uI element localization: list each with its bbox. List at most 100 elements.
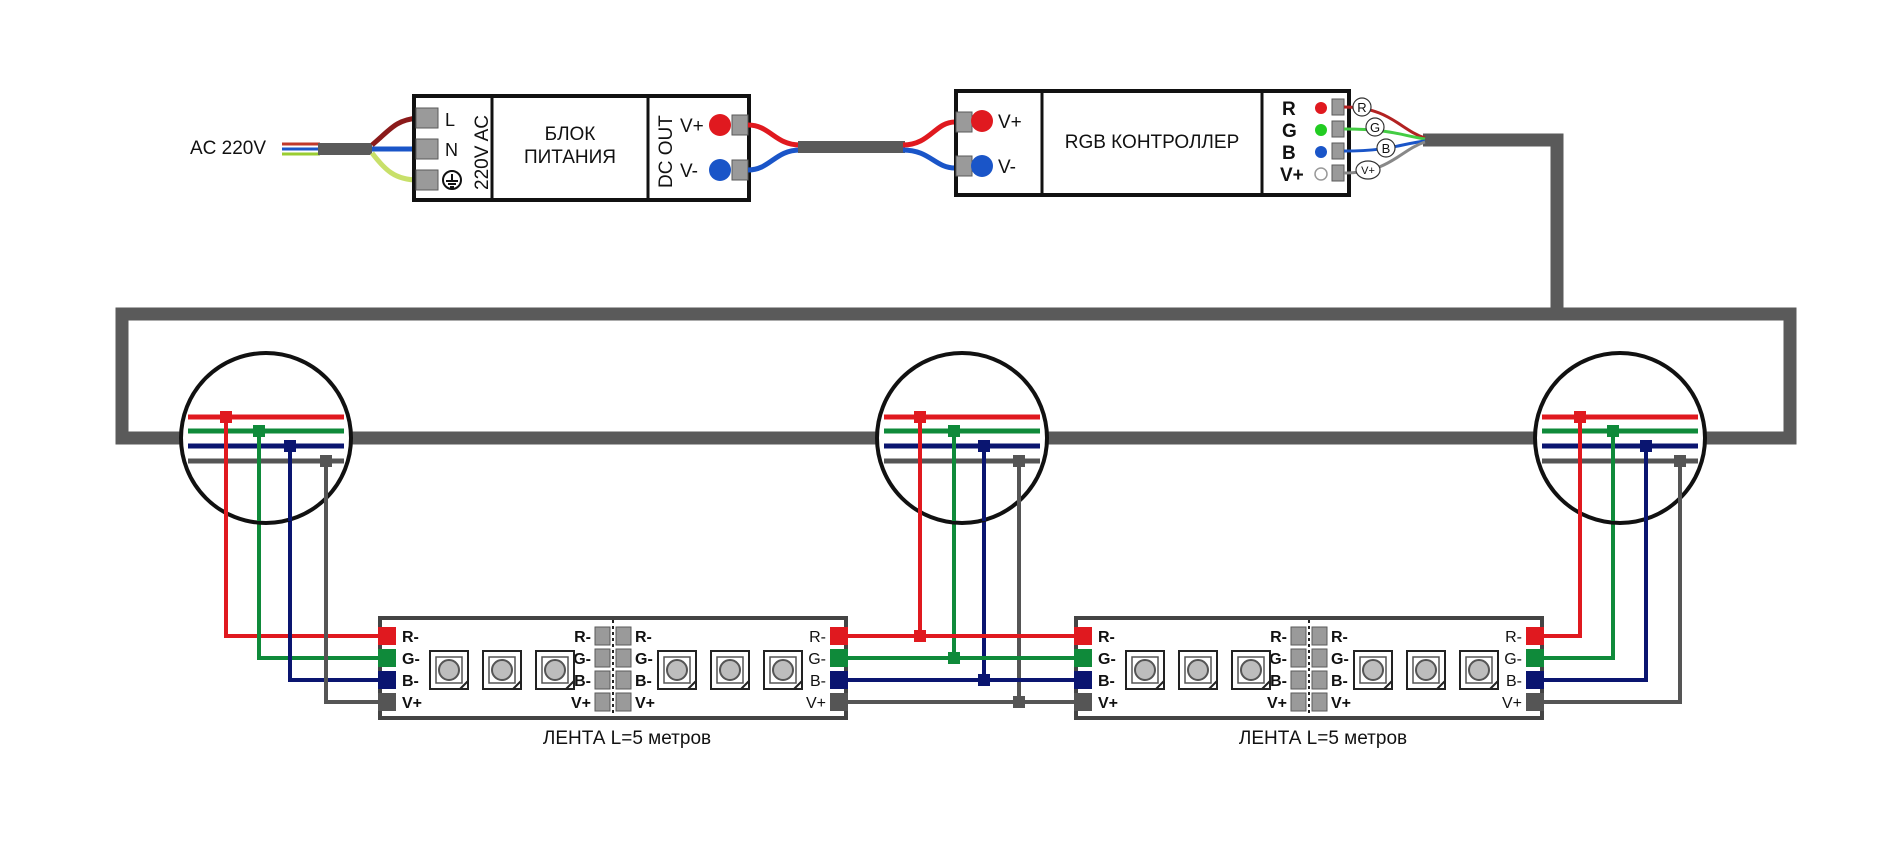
tap-junction-blue: [284, 440, 296, 452]
link-junction-gray: [1013, 696, 1025, 708]
led-chip: [1406, 650, 1446, 690]
led-chip: [535, 650, 575, 690]
tap-junction-blue: [978, 440, 990, 452]
led-strips: R-R-R-R-G-G-G-G-B-B-B-B-V+V+V+V+R-R-R-R-…: [378, 616, 1544, 720]
ground-icon: [442, 170, 462, 190]
power-supply-block: [412, 94, 751, 202]
wire-tag-v: [1355, 160, 1381, 180]
led-chip: [1178, 650, 1218, 690]
drop-wire-1-blue: [288, 446, 384, 682]
strip-1-caption: ЛЕНТА L=5 метров: [543, 728, 711, 749]
dc-neg-label: V-: [680, 161, 698, 182]
pad-label-mid-left: G-: [1269, 651, 1287, 668]
pad-label-right: V+: [806, 695, 826, 712]
cable-taps: [179, 351, 1707, 708]
pad-label-left: G-: [1098, 651, 1116, 668]
pad-mid-left: [1290, 670, 1307, 690]
pad-right-gray: [1526, 693, 1544, 711]
pad-left-green: [1074, 649, 1092, 667]
pad-left-green: [378, 649, 396, 667]
out-label-r: R: [1282, 99, 1296, 120]
pad-label-left: G-: [402, 651, 420, 668]
pad-left-gray: [378, 693, 396, 711]
out-label-b: B: [1282, 143, 1296, 164]
pad-label-mid-right: G-: [1331, 651, 1349, 668]
wire-tag-b-label: B: [1382, 141, 1391, 156]
pad-mid-right: [615, 648, 632, 668]
pad-mid-right: [615, 670, 632, 690]
tap-junction-green: [1607, 425, 1619, 437]
led-chip: [1459, 650, 1499, 690]
pad-right-green: [1526, 649, 1544, 667]
pad-left-blue: [1074, 671, 1092, 689]
led-chip: [1231, 650, 1271, 690]
pad-label-left: V+: [402, 695, 422, 712]
terminal-n: [415, 138, 439, 160]
pad-label-mid-left: G-: [573, 651, 591, 668]
led-chip: [482, 650, 522, 690]
led-chip: [657, 650, 697, 690]
tap-junction-gray: [1013, 455, 1025, 467]
pad-label-right: R-: [1505, 629, 1522, 646]
ac-input-label: AC 220V: [190, 138, 266, 159]
tap-circle-3: [1533, 351, 1707, 525]
pad-mid-left: [1290, 648, 1307, 668]
wire-tag-r-label: R: [1357, 100, 1366, 115]
pad-label-right: B-: [1506, 673, 1522, 690]
out-b-indicator: [1315, 146, 1327, 158]
tap-junction-green: [253, 425, 265, 437]
pad-label-mid-right: V+: [635, 695, 655, 712]
out-terminal-r: [1331, 98, 1345, 116]
pad-mid-left: [1290, 626, 1307, 646]
controller-pos-label: V+: [998, 112, 1022, 133]
controller-title: RGB КОНТРОЛЛЕР: [1065, 132, 1240, 153]
trunk-cable: [115, 133, 1797, 445]
input-rating-label: 220V AC: [472, 115, 493, 190]
pad-mid-right: [1311, 648, 1328, 668]
link-junction-blue: [978, 674, 990, 686]
pad-label-left: B-: [1098, 673, 1115, 690]
pad-mid-left: [1290, 692, 1307, 712]
dc-neg-indicator: [709, 159, 731, 181]
pad-label-mid-right: R-: [635, 629, 652, 646]
power-supply-title-line2: ПИТАНИЯ: [524, 147, 616, 168]
tap-junction-red: [1574, 411, 1586, 423]
pad-left-red: [378, 627, 396, 645]
pad-mid-right: [1311, 692, 1328, 712]
terminal-l: [415, 107, 439, 129]
dc-out-label: DC OUT: [656, 115, 677, 188]
pad-right-gray: [830, 693, 848, 711]
pad-label-mid-left: B-: [1270, 673, 1287, 690]
led-chip: [710, 650, 750, 690]
pad-mid-left: [594, 626, 611, 646]
pad-left-red: [1074, 627, 1092, 645]
controller-neg-indicator: [971, 155, 993, 177]
tap-junction-red: [914, 411, 926, 423]
terminal-dc-pos: [731, 114, 749, 136]
led-strip-1: R-R-R-R-G-G-G-G-B-B-B-B-V+V+V+V+: [378, 616, 848, 720]
link-junction-green: [948, 652, 960, 664]
controller-terminal-pos: [955, 111, 973, 133]
ac-input-wires: [282, 115, 419, 183]
strip-2-caption: ЛЕНТА L=5 метров: [1239, 728, 1407, 749]
pad-right-blue: [830, 671, 848, 689]
pad-label-right: G-: [808, 651, 826, 668]
pad-label-mid-left: B-: [574, 673, 591, 690]
pad-left-blue: [378, 671, 396, 689]
pad-right-red: [830, 627, 848, 645]
out-label-v: V+: [1280, 165, 1304, 186]
link-junction-red: [914, 630, 926, 642]
pad-label-right: G-: [1504, 651, 1522, 668]
terminal-n-label: N: [445, 140, 458, 160]
tap-circle-1: [179, 351, 353, 525]
wire-tag-g-label: G: [1370, 120, 1380, 135]
pad-label-right: V+: [1502, 695, 1522, 712]
out-g-indicator: [1315, 124, 1327, 136]
wire-tag-b: [1376, 138, 1396, 158]
drop-wire-3-blue: [1542, 446, 1648, 682]
led-chip: [429, 650, 469, 690]
dc-pos-indicator: [709, 114, 731, 136]
pad-label-mid-right: R-: [1331, 629, 1348, 646]
led-chip: [1125, 650, 1165, 690]
